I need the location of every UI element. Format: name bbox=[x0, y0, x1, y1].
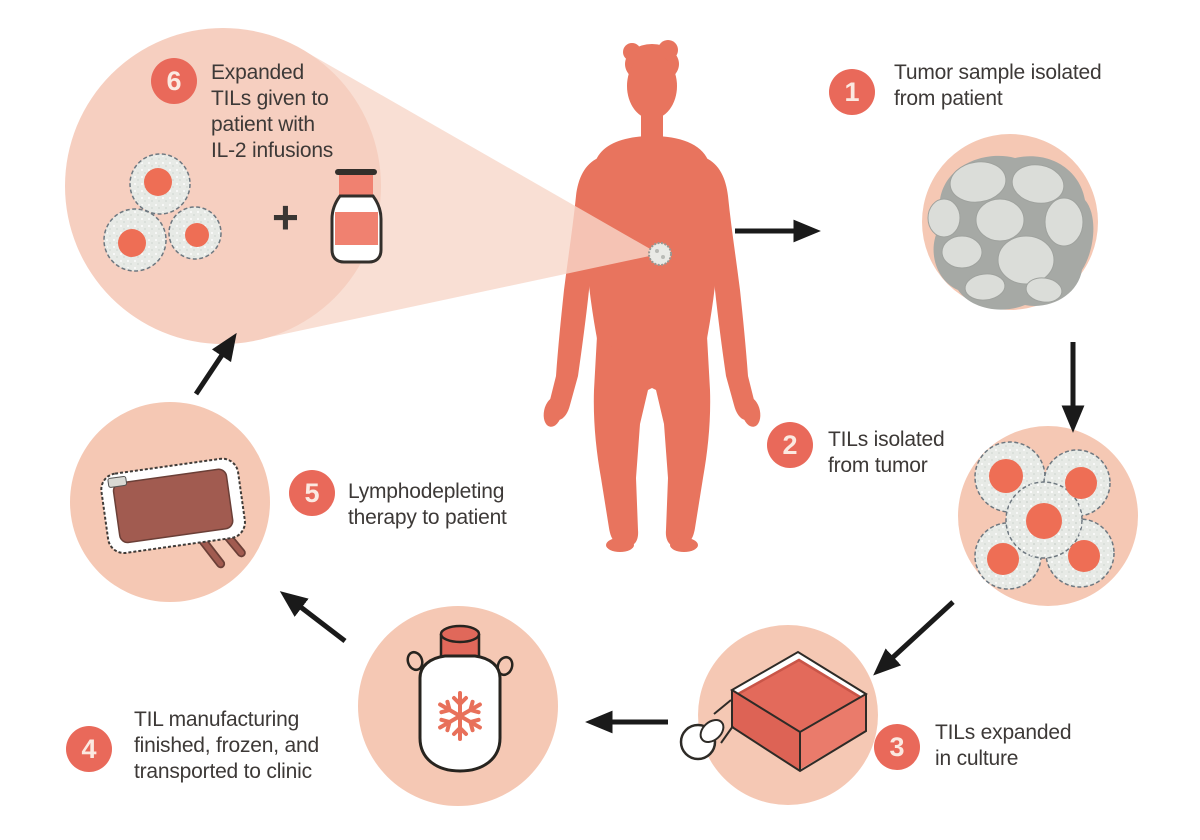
right-hand bbox=[741, 397, 761, 427]
container-handle bbox=[406, 650, 424, 672]
legs bbox=[593, 336, 711, 547]
plus-sign: + bbox=[272, 191, 299, 243]
step-2-label: TILs isolated from tumor bbox=[828, 427, 945, 479]
step-2-label-line: TILs isolated bbox=[828, 428, 945, 451]
step-5-badge: 5 bbox=[289, 470, 335, 516]
expanded-til-cells bbox=[103, 153, 222, 272]
cell-culture-flask bbox=[679, 650, 868, 773]
step-6-label-line: patient with bbox=[211, 113, 315, 136]
step-1-label-line: from patient bbox=[894, 87, 1003, 110]
container-handle bbox=[496, 655, 514, 677]
arrow-step4-to-step5 bbox=[279, 591, 347, 643]
cryogenic-freezer-container bbox=[406, 624, 514, 773]
step-4-label-line: TIL manufacturing bbox=[134, 708, 300, 731]
il-2-vial bbox=[330, 169, 383, 264]
step-2-badge: 2 bbox=[767, 422, 813, 468]
step-3-label-line: TILs expanded bbox=[935, 721, 1072, 744]
vial-cap bbox=[339, 175, 373, 196]
head bbox=[627, 53, 677, 119]
step-4-label: TIL manufacturing finished, frozen, and … bbox=[134, 707, 319, 785]
step-5-label: Lymphodepleting therapy to patient bbox=[348, 479, 507, 531]
step-4-label-line: finished, frozen, and bbox=[134, 734, 319, 757]
step-5-label-line: therapy to patient bbox=[348, 506, 507, 529]
step-4-badge: 4 bbox=[66, 726, 112, 772]
step-6-label: Expanded TILs given to patient with IL-2… bbox=[211, 60, 333, 164]
step-6-label-line: TILs given to bbox=[211, 87, 329, 110]
blood-infusion-bag bbox=[100, 457, 246, 569]
patient-body-silhouette bbox=[543, 40, 761, 552]
step-1-label: Tumor sample isolated from patient bbox=[894, 60, 1102, 112]
step-3-badge: 3 bbox=[874, 724, 920, 770]
tumor-cell-cluster bbox=[927, 155, 1094, 310]
til-cells-cluster bbox=[974, 441, 1115, 590]
vial-cap-top bbox=[335, 169, 377, 175]
step-3-label-line: in culture bbox=[935, 747, 1019, 770]
vial-liquid-band bbox=[335, 212, 378, 245]
tumor-spot-on-abdomen bbox=[648, 242, 672, 266]
step-1-badge: 1 bbox=[829, 69, 875, 115]
arrow-step5-to-step6 bbox=[193, 332, 237, 396]
right-arm bbox=[706, 158, 756, 421]
step-6-badge: 6 bbox=[151, 58, 197, 104]
left-hand bbox=[543, 397, 563, 427]
step-6-label-line: IL-2 infusions bbox=[211, 139, 334, 162]
cycle-flow-arrows bbox=[193, 219, 1085, 734]
bag-contents bbox=[112, 468, 234, 544]
step-2-label-line: from tumor bbox=[828, 454, 928, 477]
step-6-label-line: Expanded bbox=[211, 61, 304, 84]
arrow-step2-to-step3 bbox=[873, 600, 955, 676]
bag-port-label bbox=[107, 475, 128, 488]
step-3-label: TILs expanded in culture bbox=[935, 720, 1072, 772]
step-1-label-line: Tumor sample isolated bbox=[894, 61, 1102, 84]
step-4-label-line: transported to clinic bbox=[134, 760, 312, 783]
left-foot bbox=[606, 538, 634, 552]
right-foot bbox=[670, 538, 698, 552]
step-5-label-line: Lymphodepleting bbox=[348, 480, 505, 503]
neck bbox=[641, 106, 663, 142]
